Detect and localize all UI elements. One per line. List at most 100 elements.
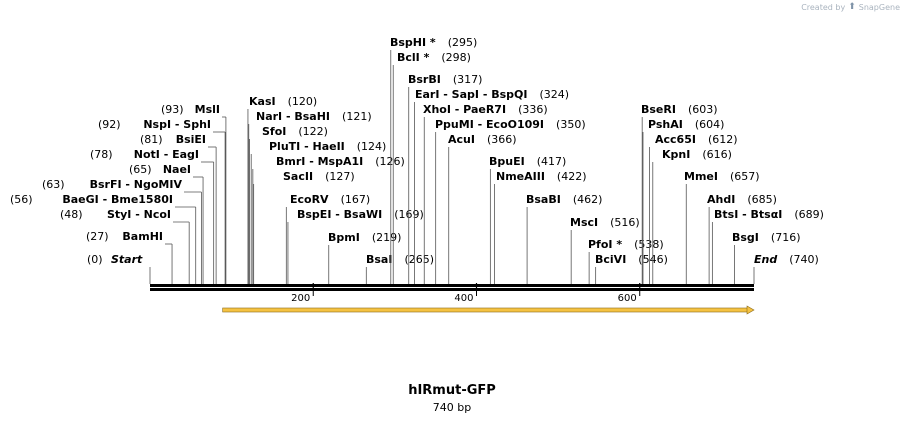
site-position: (298): [441, 51, 471, 64]
site-position: (462): [573, 193, 603, 206]
site-name: BmrI - MspA1I: [276, 155, 363, 168]
site-name: BspHI *: [390, 36, 436, 49]
site-name: NaeI: [163, 163, 191, 176]
site-position: (295): [448, 36, 478, 49]
site-enzyme[interactable]: (48)StyI - NcoI: [60, 208, 190, 284]
site-enzyme[interactable]: (63) BsrFI - NgoMIV: [42, 178, 202, 284]
site-position: (516): [610, 216, 640, 229]
site-position: (324): [539, 88, 569, 101]
site-position: (740): [789, 253, 819, 266]
site-name: SfoI: [262, 125, 286, 138]
site-name: MscI: [570, 216, 598, 229]
site-enzyme[interactable]: BsrBI(317): [408, 73, 482, 284]
site-position: (336): [518, 103, 548, 116]
site-enzyme[interactable]: NmeAIII(422): [494, 170, 587, 284]
site-enzyme[interactable]: BpmI (219): [328, 231, 401, 284]
site-position: (78): [90, 148, 113, 161]
site-name: BpuEI: [489, 155, 525, 168]
site-position: (63): [42, 178, 65, 191]
site-enzyme[interactable]: BpuEI (417): [489, 155, 566, 284]
site-enzyme[interactable]: EarI - SapI - BspQI(324): [414, 88, 569, 284]
scale-tick-label: 600: [618, 293, 637, 304]
site-position: (716): [771, 231, 801, 244]
site-enzyme[interactable]: BspEI - BsaWI(169): [287, 208, 424, 284]
site-name: PluTI - HaeII: [269, 140, 345, 153]
site-name: KpnI: [662, 148, 690, 161]
site-name: BciVI: [595, 253, 626, 266]
site-name: PfoI *: [588, 238, 622, 251]
feature-bar: [222, 307, 749, 313]
site-name: AcuI: [448, 133, 475, 146]
site-position: (65): [129, 163, 152, 176]
site-position: (265): [404, 253, 434, 266]
site-enzyme[interactable]: PluTI - HaeII (124): [250, 140, 387, 284]
site-enzyme[interactable]: BciVI(546): [595, 253, 668, 284]
site-enzyme[interactable]: (92)NspI - SphI: [98, 118, 226, 284]
site-end[interactable]: End(740): [753, 253, 819, 284]
site-enzyme[interactable]: (93)MslI: [161, 103, 227, 284]
site-position: (219): [372, 231, 402, 244]
site-name: MmeI: [684, 170, 718, 183]
construct-length: 740 bp: [432, 401, 472, 414]
site-enzyme[interactable]: NarI - BsaHI(121): [248, 110, 372, 284]
site-enzyme[interactable]: (78) NotI - EagI: [90, 148, 215, 284]
site-enzyme[interactable]: PfoI *(538): [588, 238, 664, 284]
site-enzyme[interactable]: (65) NaeI: [129, 163, 204, 284]
site-enzyme[interactable]: (27)BamHI: [86, 230, 173, 284]
site-enzyme[interactable]: BsgI(716): [732, 231, 801, 284]
site-enzyme[interactable]: (81)BsiEI: [140, 133, 217, 284]
site-name: KasI: [249, 95, 276, 108]
site-enzyme[interactable]: Acc65I(612): [649, 133, 738, 284]
site-position: (366): [487, 133, 517, 146]
site-name: EcoRV: [290, 193, 329, 206]
site-position: (56): [10, 193, 33, 206]
site-enzyme[interactable]: (56) BaeGI - Bme1580I: [10, 193, 197, 284]
site-name: BseRI: [641, 103, 676, 116]
site-start[interactable]: (0)Start: [87, 253, 151, 284]
site-enzyme[interactable]: PshAI(604): [642, 118, 724, 284]
site-enzyme[interactable]: PpuMI - EcoO109I(350): [435, 118, 586, 284]
site-name: NspI - SphI: [143, 118, 211, 131]
site-enzyme[interactable]: SfoI(122): [249, 125, 328, 284]
site-enzyme[interactable]: MmeI(657): [684, 170, 760, 284]
site-enzyme[interactable]: XhoI - PaeR7I(336): [423, 103, 548, 284]
site-name: BsrBI: [408, 73, 441, 86]
site-enzyme[interactable]: BseRI(603): [641, 103, 718, 284]
site-name: BsrFI - NgoMIV: [90, 178, 183, 191]
site-enzyme[interactable]: AcuI (366): [448, 133, 517, 284]
site-name: BsiEI: [176, 133, 206, 146]
site-enzyme[interactable]: BsaBI (462): [526, 193, 602, 284]
site-enzyme[interactable]: AhdI(685): [707, 193, 777, 284]
credit-text: Created by: [801, 2, 846, 12]
site-position: (0): [87, 253, 103, 266]
site-position: (612): [708, 133, 738, 146]
site-position: (124): [357, 140, 387, 153]
site-name: BpmI: [328, 231, 360, 244]
site-name: BclI *: [397, 51, 430, 64]
site-enzyme[interactable]: BclI * (298): [392, 51, 471, 284]
restriction-sites: (0)Start(27)BamHI(48)StyI - NcoI (56) BaeG…: [10, 36, 824, 284]
site-name: BsaI: [366, 253, 392, 266]
scale-tick-label: 400: [454, 293, 473, 304]
site-enzyme[interactable]: SacII(127): [253, 170, 355, 284]
site-name: NarI - BsaHI: [256, 110, 330, 123]
site-enzyme[interactable]: EcoRV(167): [285, 193, 370, 284]
site-enzyme[interactable]: BsaI (265): [365, 253, 434, 284]
site-enzyme[interactable]: BtsI - BtsαI(689): [711, 208, 824, 284]
site-position: (27): [86, 230, 109, 243]
site-name: BaeGI - Bme1580I: [62, 193, 173, 206]
site-enzyme[interactable]: BmrI - MspA1I(126): [252, 155, 405, 284]
site-position: (120): [288, 95, 318, 108]
scale-ticks: 200 400 600: [291, 283, 641, 304]
site-enzyme[interactable]: BspHI * (295): [390, 36, 477, 284]
site-name: AhdI: [707, 193, 735, 206]
site-position: (417): [537, 155, 567, 168]
site-position: (48): [60, 208, 83, 221]
site-name: NotI - EagI: [134, 148, 199, 161]
site-enzyme[interactable]: KpnI(616): [652, 148, 732, 284]
site-name: BsaBI: [526, 193, 561, 206]
site-enzyme[interactable]: KasI (120): [247, 95, 318, 284]
scale-tick-label: 200: [291, 293, 310, 304]
site-enzyme[interactable]: MscI (516): [570, 216, 640, 284]
